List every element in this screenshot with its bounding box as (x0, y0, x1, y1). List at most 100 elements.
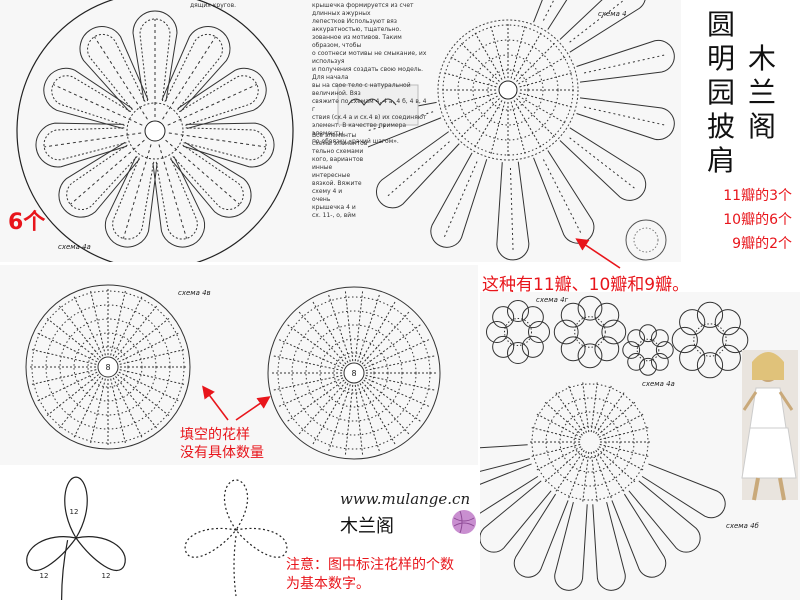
fan-spoke (474, 100, 503, 148)
diagram-fan-motif: 8 крышечка формируется из счет длинных а… (308, 0, 681, 262)
trefoil-number-1: 12 (70, 508, 79, 516)
big-fan-spoke (582, 382, 590, 433)
round-left-center (97, 356, 119, 378)
big-fan-spoke (555, 449, 585, 492)
studio-logo: 木兰阁 (340, 516, 394, 537)
small-motif-petal (714, 309, 741, 336)
fan-spoke (460, 42, 500, 82)
trefoil-dotted-group (184, 479, 288, 597)
petal-spoke (122, 144, 152, 239)
big-fan-spoke (590, 382, 598, 433)
diagram-fan-motif-large: схема 4г схема 4а схема 4б (480, 292, 800, 600)
fan-petal-spoke (569, 137, 635, 189)
fan-petal (559, 127, 647, 201)
small-motif-petal (507, 342, 529, 364)
small-motif-petal (507, 300, 529, 322)
round-left-spoke (31, 349, 97, 365)
model-photo (741, 350, 798, 501)
small-motif-petal (594, 336, 620, 362)
big-fan-spoke (568, 451, 587, 499)
round-left-spoke (90, 290, 106, 356)
round-left-spoke (119, 349, 185, 365)
petal-outline (182, 122, 275, 168)
schema-4a-label-bottom: схема 4а (642, 380, 675, 388)
trefoil-outline-dotted (223, 479, 249, 531)
round-left-spoke (117, 317, 170, 360)
small-motif-petal (696, 301, 724, 328)
big-fan-spoke (531, 427, 581, 441)
small-motif-ring (574, 316, 606, 348)
fan-spoke (460, 98, 500, 138)
small-motif-petal (627, 329, 646, 348)
filler-note: 填空的花样 没有具体数量 (180, 427, 264, 461)
round-middle-outer-ring (267, 286, 441, 460)
big-fan-petal (628, 480, 701, 553)
round-left-spoke (46, 374, 99, 417)
small-motif-petal (492, 335, 515, 358)
schema-4g-label: схема 4г (536, 296, 569, 304)
small-motif-petal (521, 306, 544, 329)
fan-spoke (510, 26, 526, 79)
diagram-round-motif-middle: 8 (220, 265, 478, 465)
big-fan-spoke (593, 385, 612, 433)
round-left-spoke (58, 376, 101, 429)
small-motif-petal (639, 324, 657, 343)
small-motif-ring (504, 318, 532, 346)
trefoil-outline-dotted (184, 527, 237, 558)
trefoil-outline-dotted (235, 527, 288, 558)
trefoil-stem (61, 539, 69, 601)
small-motif-petal (650, 352, 669, 371)
big-fan-petal (480, 480, 552, 553)
fan-petal (430, 152, 488, 248)
big-fan-petal (513, 493, 569, 578)
petal-outline (177, 67, 267, 130)
russian-paragraph: крышечка формируется из счет длинных ажу… (312, 2, 427, 145)
small-motif-petal (521, 335, 544, 358)
small-motif-petal (650, 329, 669, 348)
small-motif-petal (560, 336, 586, 362)
round-left-spoke (73, 377, 104, 438)
petal-spoke (70, 139, 145, 205)
fan-spoke (518, 56, 566, 85)
trefoil-petal (64, 476, 88, 539)
fan-spoke (519, 92, 572, 108)
round-left-spoke (58, 305, 101, 358)
small-motif-petal (577, 295, 603, 321)
small-motif-petal (553, 319, 579, 345)
round-left-svg: 8 (25, 284, 191, 450)
big-fan-spoke (536, 413, 582, 438)
russian-top-text: дящих кругов. (190, 2, 237, 9)
fan-ring (472, 54, 544, 126)
trefoil-petal (26, 536, 77, 572)
big-fan-spoke (598, 446, 644, 471)
center-ring (126, 102, 184, 160)
petal-spoke (52, 84, 143, 126)
small-motif-petal (696, 352, 724, 379)
diagram-trefoil-motifs: 12 12 12 (0, 466, 330, 601)
round-left-spoke (31, 369, 97, 385)
fan-petal-spoke (443, 161, 478, 238)
small-motif-petal (679, 309, 706, 336)
big-fan-spoke (599, 427, 649, 441)
round-middle-center-number: 8 (351, 369, 356, 378)
round-left-spoke (112, 296, 143, 357)
fan-spoke (516, 42, 556, 82)
fan-spoke (513, 32, 542, 80)
small-motif-petal (627, 352, 646, 371)
fan-large-svg (480, 295, 798, 591)
fan-spoke (516, 98, 556, 138)
diagram-11-petal-motif: 8 дящих кругов. 6个 схема 4а (0, 0, 308, 262)
petal-spoke (165, 139, 240, 205)
fan-petal-spoke (509, 167, 514, 250)
big-fan-spoke (555, 392, 585, 435)
big-fan-petal (592, 502, 626, 591)
count-11-note: 11瓣的3个 (723, 188, 792, 204)
round-left-spoke (46, 317, 99, 360)
small-motif-petal (622, 341, 641, 359)
round-left-spoke (117, 374, 170, 417)
big-fan-spoke (590, 451, 598, 502)
petal-outline (161, 26, 231, 113)
fan-spoke (519, 72, 572, 88)
petal-spoke (94, 36, 148, 120)
garment-title: 圆 明 园 披 肩 (706, 8, 735, 177)
